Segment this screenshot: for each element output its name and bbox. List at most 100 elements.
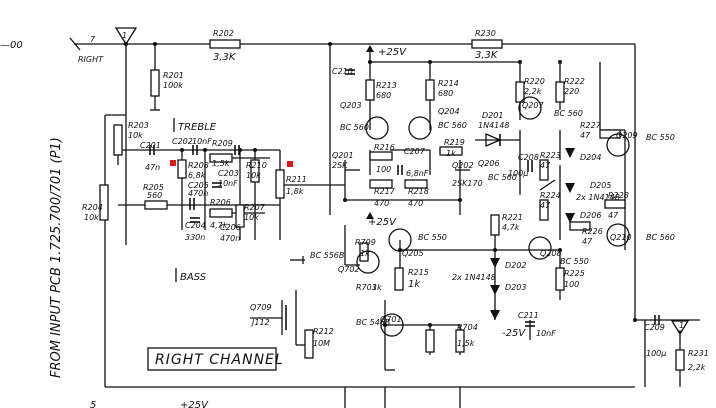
r216-value: 100: [376, 165, 391, 174]
c207-ref: C207: [404, 147, 426, 156]
r213-ref: R213: [376, 81, 397, 90]
r709-ref: R709: [355, 238, 376, 247]
r226-ref: R226: [582, 227, 603, 236]
supply-arrows: [366, 45, 374, 219]
page-title: RIGHT CHANNEL: [155, 352, 284, 368]
r212-ref: R212: [313, 327, 334, 336]
d201-type: 1N4148: [478, 121, 509, 130]
bottom-fragment-5: 5: [90, 400, 96, 408]
q709-ref: Q709: [250, 303, 272, 312]
c203-value: 10nF: [218, 179, 238, 188]
misc-symbols: [290, 179, 556, 264]
side-note: FROM INPUT PCB 1.725.700/701 (P1): [49, 137, 64, 378]
r230-value: 3,3K: [475, 50, 499, 61]
r223-ref: R223: [540, 151, 561, 160]
q207-type: BC 560: [554, 109, 583, 118]
d202-type: 2x 1N4148: [452, 273, 496, 282]
r219-value: 1k: [446, 149, 456, 158]
r218-value: 470: [408, 199, 423, 208]
c208-ref: C208: [518, 153, 539, 162]
red-marker-right: [287, 161, 293, 167]
q709-type: J112: [250, 318, 270, 327]
connector-triangles: [114, 27, 690, 336]
c205-ref: C205: [188, 181, 209, 190]
r231-ref: R231: [688, 349, 709, 358]
capacitor-symbols: [149, 69, 660, 327]
c205-value: 470n: [188, 189, 208, 198]
d202-ref: D202: [505, 261, 526, 270]
r230-ref: R230: [475, 29, 496, 38]
q205-ref: Q205: [402, 249, 424, 258]
r212-value: 10M: [313, 339, 330, 348]
input-label: RIGHT: [78, 55, 104, 64]
r209-ref: R209: [212, 139, 233, 148]
output-node-label: 1: [679, 321, 684, 330]
r204-ref: R204: [82, 203, 103, 212]
resistor-bodies: [99, 39, 685, 371]
q201-type: 2SK: [332, 161, 348, 170]
r204-value: 10k: [84, 213, 99, 222]
r224-ref: R224: [540, 191, 561, 200]
c202-ref: C202: [172, 137, 193, 146]
r210-ref: R210: [246, 161, 267, 170]
r206-ref: R206: [210, 198, 231, 207]
r218-ref: R218: [408, 187, 429, 196]
r205-value: 560: [147, 191, 162, 200]
q204-ref: Q204: [438, 107, 460, 116]
c202-value: 10nF: [192, 137, 212, 146]
c206-ref: C206: [220, 223, 241, 232]
r203-value: 10k: [128, 131, 143, 140]
c209-value: 100µ: [646, 349, 666, 358]
d203-ref: D203: [505, 283, 526, 292]
q206-ref: Q206: [478, 159, 500, 168]
r215-value: 1k: [408, 279, 421, 290]
c211-value: 10nF: [536, 329, 556, 338]
r211-value: 1,8k: [286, 187, 304, 196]
q203-type: BC 560: [340, 123, 369, 132]
q210-type: BC 560: [646, 233, 675, 242]
labels: —00 7 RIGHT 1 5 +25V R202 3,3K R230 3,3K…: [0, 29, 709, 408]
positive-supply-label: +25V: [378, 47, 407, 58]
input-node-label: 1: [122, 31, 127, 40]
r704-ref: R704: [457, 323, 478, 332]
c204-value: 330n: [185, 233, 205, 242]
c208-value: 100µ: [508, 169, 528, 178]
r228-ref: R228: [608, 191, 629, 200]
r225-value: 100: [564, 280, 579, 289]
r202-ref: R202: [213, 29, 234, 38]
d204-ref: D204: [580, 153, 601, 162]
c206-value: 470n: [220, 234, 240, 243]
c211-ref: C211: [518, 311, 539, 320]
transistor-symbols: [285, 96, 630, 337]
r231-value: 2,2k: [688, 363, 706, 372]
r211-ref: R211: [286, 175, 307, 184]
c209-ref: C209: [644, 323, 665, 332]
r216-ref: R216: [374, 143, 395, 152]
r206-value: 4,7k: [210, 221, 228, 230]
r709-value: 1k: [360, 249, 370, 258]
c207-value: 6,8nF: [406, 169, 429, 178]
r228-value: 47: [608, 211, 619, 220]
r221-ref: R221: [502, 213, 523, 222]
r207-value: 10k: [244, 213, 259, 222]
c201-value: 47n: [145, 163, 160, 172]
r214-value: 680: [438, 89, 453, 98]
q701-type: BC 546B: [356, 318, 390, 327]
q701-ref: Q701: [380, 315, 402, 324]
red-marker-left: [170, 160, 176, 166]
q203-ref: Q203: [340, 101, 362, 110]
treble-label: TREBLE: [178, 122, 217, 133]
c203-ref: C203: [218, 169, 239, 178]
q208-type: BC 550: [560, 257, 589, 266]
r217-value: 470: [374, 199, 389, 208]
q702-type: BC 556B: [310, 251, 344, 260]
r215-ref: R215: [408, 268, 429, 277]
r227-ref: R227: [580, 121, 602, 130]
d204-type: 2x 1N4148: [576, 193, 620, 202]
q209-ref: Q209: [616, 131, 638, 140]
r224-value: 47: [540, 201, 551, 210]
q201-ref: Q201: [332, 151, 354, 160]
r221-value: 4,7k: [502, 223, 520, 232]
q202-type: 2SK170: [452, 179, 483, 188]
